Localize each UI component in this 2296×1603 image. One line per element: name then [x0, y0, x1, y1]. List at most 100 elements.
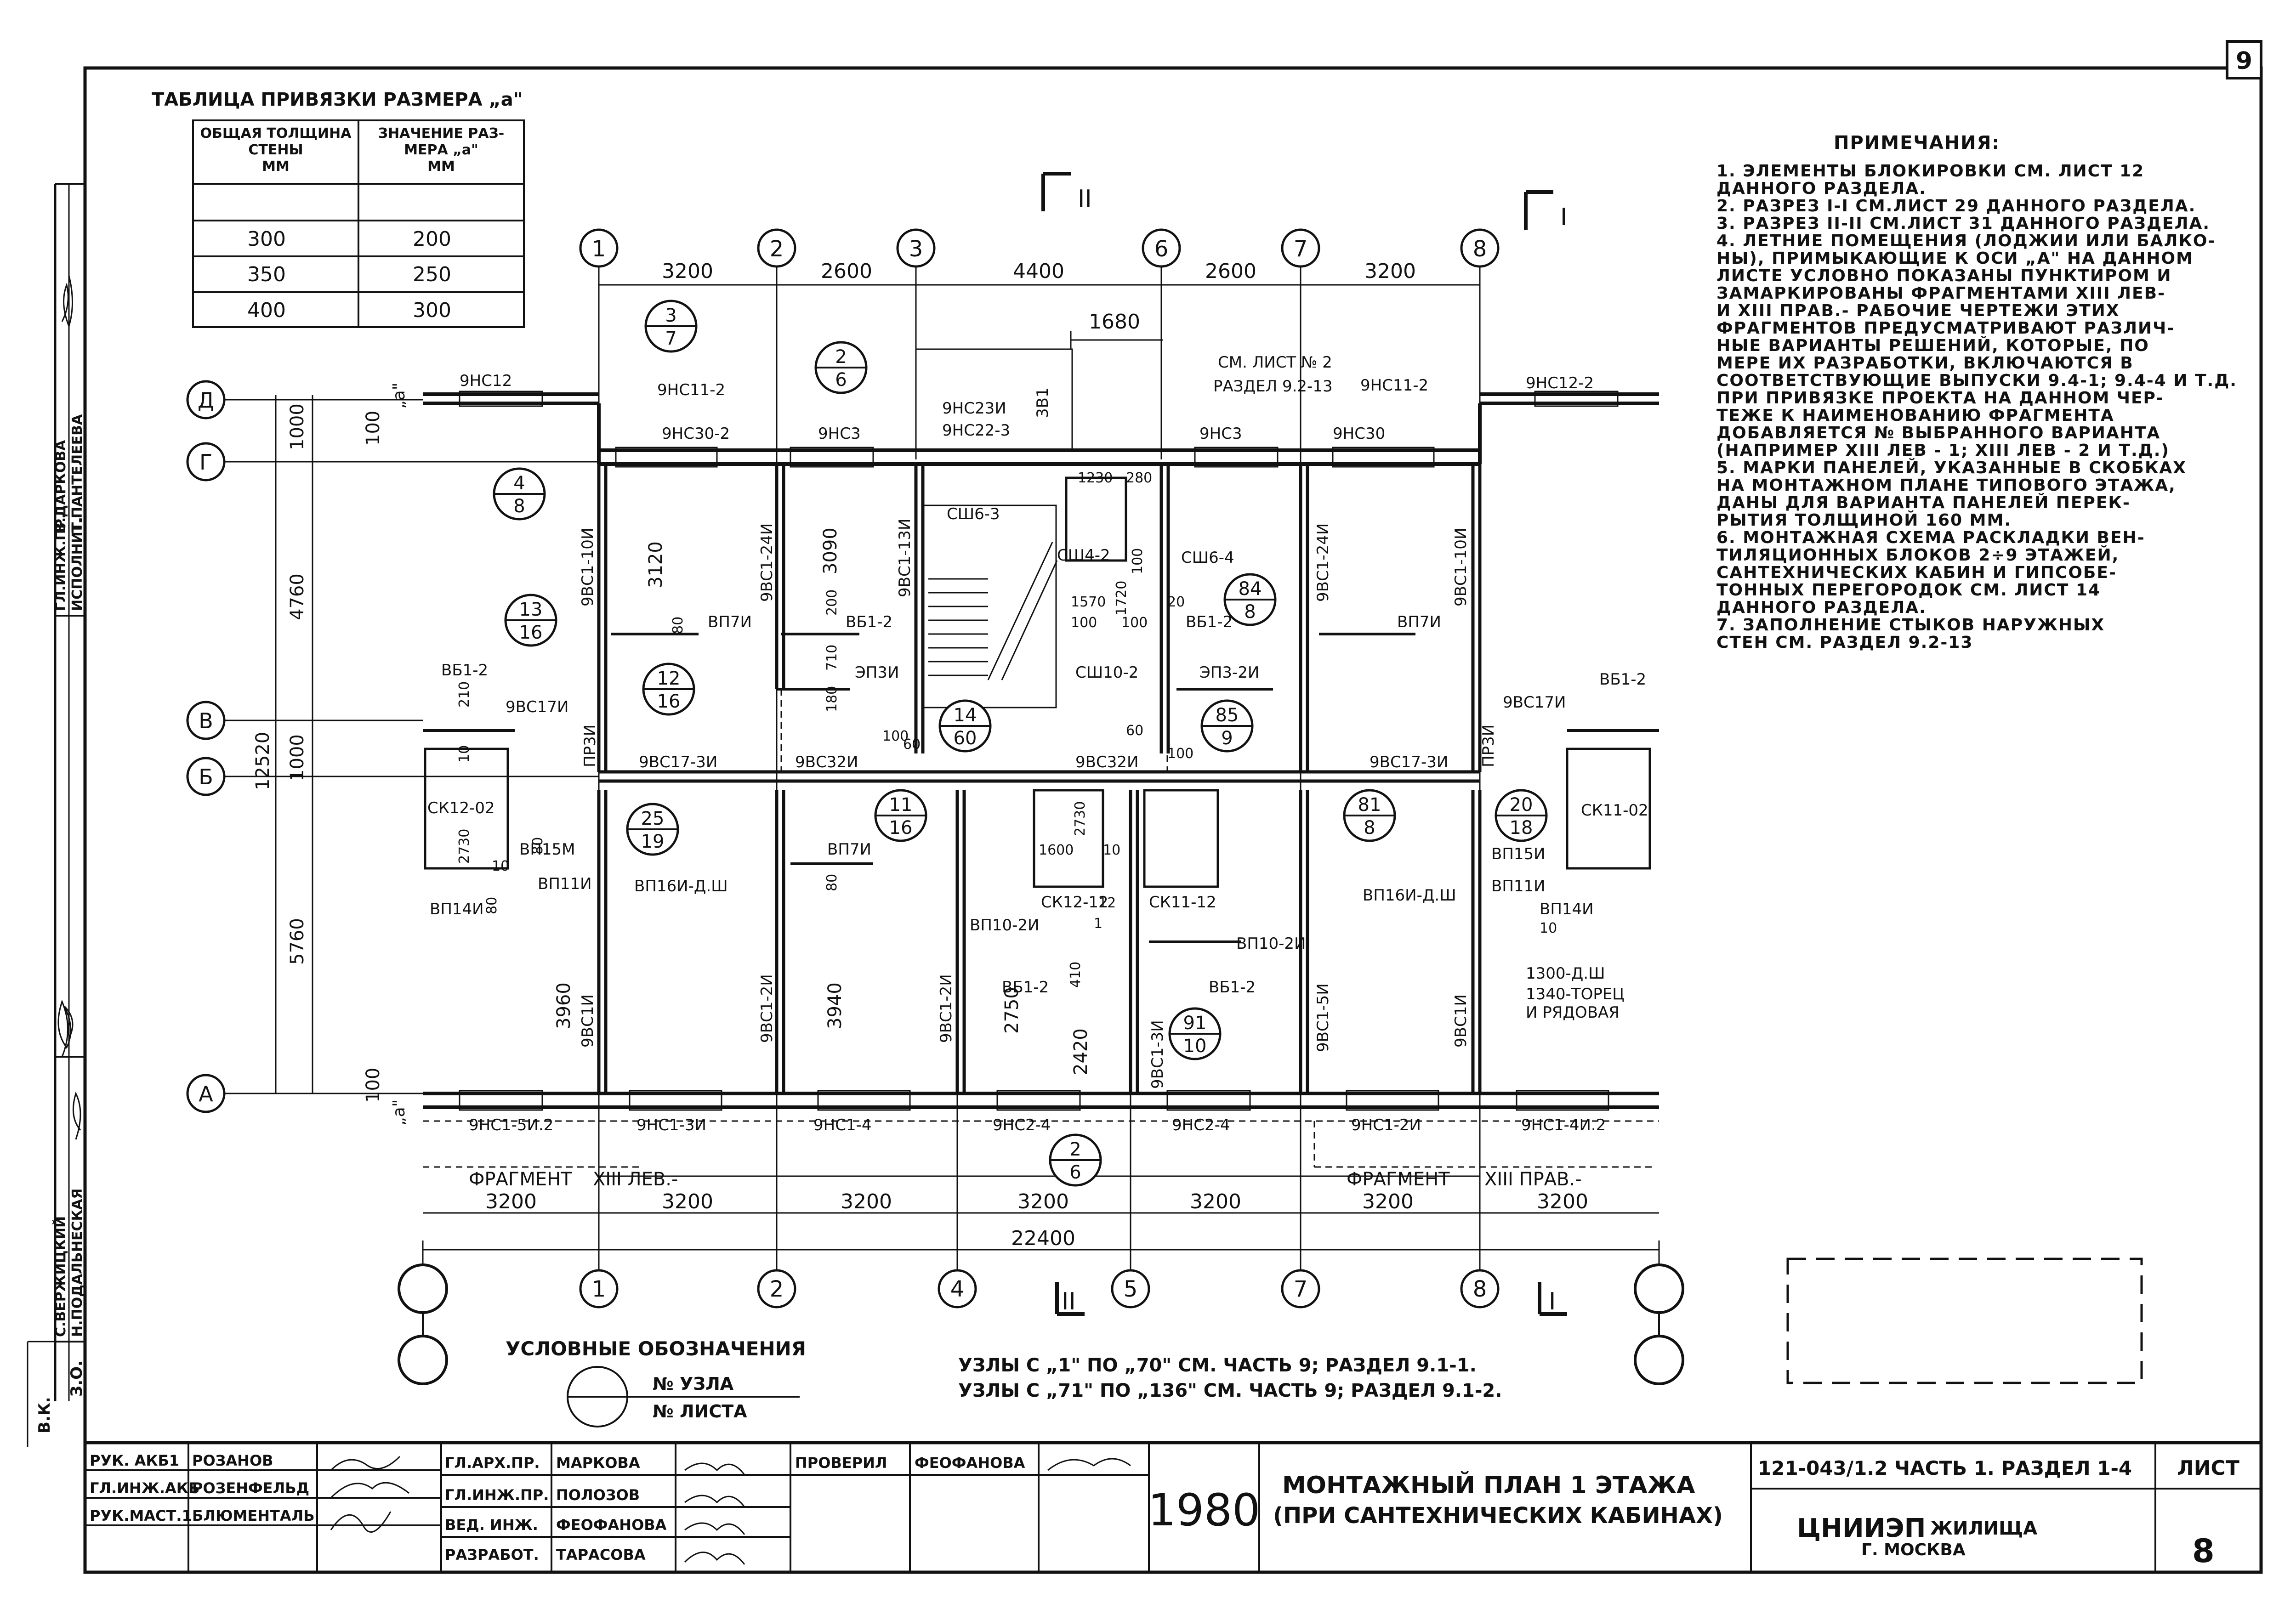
panel-label: 9ВС17-3И [639, 753, 717, 771]
fragments: ФРАГМЕНТ XIII ЛЕВ.- ФРАГМЕНТ XIII ПРАВ.- [469, 1169, 1582, 1190]
small-dim: 100 [1167, 746, 1193, 762]
small-dim: 2730 [1072, 801, 1088, 836]
fragment-label: XIII ПРАВ.- [1484, 1169, 1582, 1190]
table-cell: 350 [247, 263, 286, 286]
table-header-2: ЗНАЧЕНИЕ РАЗ-МЕРА „а"ММ [378, 125, 505, 175]
node-sheet: 8 [1364, 817, 1375, 838]
node-sheet: 7 [665, 328, 676, 349]
small-dim: 60 [903, 736, 921, 753]
panel-label: ВП16И-Д.Ш [1363, 886, 1456, 905]
axis-label: 5 [1124, 1276, 1138, 1302]
node-circle: 12 16 [642, 663, 695, 716]
panel-label: СМ. ЛИСТ № 2 [1218, 353, 1332, 372]
node-sheet: 6 [1069, 1162, 1081, 1183]
node-sheet: 16 [657, 691, 681, 712]
note-line: ТИЛЯЦИОННЫХ БЛОКОВ 2÷9 ЭТАЖЕЙ, [1716, 546, 2120, 565]
legend-bottom: № ЛИСТА [653, 1401, 747, 1422]
axis-bubbles-bottom: 1 2 4 5 7 8 [398, 1263, 1684, 1385]
title-block-people: РУК. АКБ1 РОЗАНОВ ГЛ.ИНЖ.АКБ РОЗЕНФЕЛЬД … [90, 1452, 1025, 1563]
note-line: ДАННОГО РАЗДЕЛА. [1716, 598, 1927, 617]
dim-text: 100 [363, 411, 384, 446]
table-cell: 250 [413, 263, 451, 286]
node-number: 20 [1510, 794, 1533, 816]
dim-text: 12520 [252, 732, 273, 790]
small-dim: 180 [824, 686, 840, 712]
axis-bubbles-top: 1 2 3 6 7 8 [579, 228, 1500, 268]
corner-box [2226, 40, 2262, 79]
panel-label: 9ВС1И [579, 994, 597, 1048]
note-line: 5. МАРКИ ПАНЕЛЕЙ, УКАЗАННЫЕ В СКОБКАХ [1716, 459, 2187, 477]
nodes-ref-1: УЗЛЫ С „1" ПО „70" СМ. ЧАСТЬ 9; РАЗДЕЛ 9… [958, 1355, 1477, 1376]
node-number: 14 [954, 705, 977, 726]
node-circle: 2 6 [814, 341, 868, 394]
panel-label: СШ4-2 [1057, 546, 1110, 565]
check-name: ФЕОФАНОВА [915, 1454, 1025, 1472]
panel-label: 9НС11-2 [657, 381, 725, 399]
small-dim: 210 [456, 681, 472, 708]
legend-title: УСЛОВНЫЕ ОБОЗНАЧЕНИЯ [506, 1337, 806, 1360]
node-circle: 3 7 [644, 300, 698, 353]
panel-label: СК12-12 [1041, 893, 1108, 912]
org-name-2: ЖИЛИЩА [1930, 1518, 2037, 1539]
note-line: ДОБАВЛЯЕТСЯ № ВЫБРАННОГО ВАРИАНТА [1716, 424, 2161, 442]
person-name: БЛЮМЕНТАЛЬ [192, 1507, 315, 1524]
small-dim: 100 [1130, 548, 1146, 574]
drawing-title: МОНТАЖНЫЙ ПЛАН 1 ЭТАЖА [1282, 1471, 1695, 1499]
panel-label: ПР3И [581, 725, 599, 767]
org-city: Г. МОСКВА [1861, 1541, 1966, 1559]
signature-mark [57, 999, 74, 1057]
node-number: 11 [889, 794, 913, 816]
panel-labels: 9НС12 9НС11-2 9НС30-2 9НС3 9НС23И 9НС22-… [427, 353, 1648, 1134]
dim-text: 100 [363, 1068, 384, 1103]
note-line: СТЕН СМ. РАЗДЕЛ 9.2-13 [1716, 633, 1973, 652]
node-number: 4 [513, 473, 525, 494]
section-mark-bottom-left: II [1062, 1288, 1076, 1315]
panel-label: 9ВС32И [1075, 753, 1138, 771]
panel-label: 9НС12-2 [1526, 374, 1594, 392]
panel-label: И РЯДОВАЯ [1526, 1003, 1620, 1022]
small-dim: 10 [1103, 842, 1120, 858]
person-name: РОЗЕНФЕЛЬД [192, 1479, 309, 1497]
axis-label: Д [198, 388, 214, 413]
panel-label: ПР3И [1479, 725, 1498, 767]
node-sheet: 16 [519, 622, 543, 643]
dim-text: 3200 [1362, 1190, 1414, 1213]
note-line: 2. РАЗРЕЗ I-I СМ.ЛИСТ 29 ДАННОГО РАЗДЕЛА… [1716, 197, 2196, 215]
section-mark-bottom-right: I [1549, 1288, 1556, 1315]
panel-label: 9НС11-2 [1360, 376, 1428, 395]
title-block [83, 1441, 2263, 1574]
role-label: ГЛ.ИНЖ.ПР. [445, 1486, 549, 1504]
person-name: ФЕОФАНОВА [556, 1516, 667, 1534]
note-line: СООТВЕТСТВУЮЩИЕ ВЫПУСКИ 9.4-1; 9.4-4 И Т… [1716, 371, 2237, 390]
panel-label: РАЗДЕЛ 9.2-13 [1213, 377, 1333, 396]
panel-label: ВП15М [519, 840, 575, 859]
panel-label: 9ВС1-13И [896, 519, 914, 597]
node-circle: 2 6 [1049, 1133, 1102, 1187]
panel-label: 9НС1-3И [637, 1116, 706, 1134]
role-label: ГЛ.ИНЖ.АКБ [90, 1479, 199, 1497]
small-dim: 1570 [1071, 594, 1106, 610]
person-name: ПОЛОЗОВ [556, 1486, 640, 1504]
note-line: ЛИСТЕ УСЛОВНО ПОКАЗАНЫ ПУНКТИРОМ И [1716, 266, 2172, 285]
small-dim: 20 [1167, 594, 1185, 610]
role-label: РАЗРАБОТ. [445, 1546, 539, 1563]
node-sheet: 19 [641, 831, 665, 852]
panel-label: ВБ1-2 [1209, 978, 1256, 997]
panel-label: ВП7И [827, 840, 871, 859]
note-line: НЫ), ПРИМЫКАЮЩИЕ К ОСИ „А" НА ДАННОМ [1716, 249, 2194, 268]
signature-mark [72, 1091, 81, 1140]
small-dim: 1 [1094, 916, 1103, 932]
panel-label: 1340-ТОРЕЦ [1526, 985, 1625, 1003]
node-number: 81 [1358, 794, 1381, 816]
axis-label: 2 [770, 236, 784, 262]
node-circle: 20 18 [1495, 789, 1548, 842]
panel-label: ВП11И [538, 875, 592, 893]
dims-left: 1000 4760 1000 5760 12520 100 100 3120 3… [252, 403, 1091, 1103]
axis-bubbles-left: Д Г В Б А [186, 380, 599, 1113]
node-circle: 85 9 [1200, 699, 1254, 753]
sheet-label: ЛИСТ [2177, 1456, 2239, 1480]
dim-text: 3200 [1190, 1190, 1241, 1213]
node-number: 84 [1239, 578, 1262, 600]
